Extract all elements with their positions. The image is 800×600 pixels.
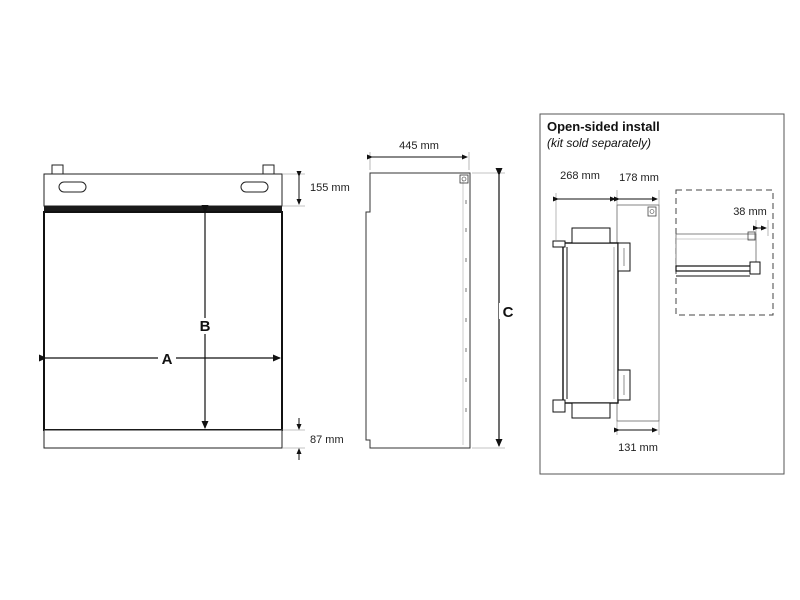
side-body [365,172,471,449]
kit-bottom-bracket [571,402,611,419]
side-view: 445 mm C [365,140,517,449]
kit-top-flange [552,240,566,248]
kit-corner-fixing [647,206,657,217]
front-view: B A 155 mm 87 mm [39,164,350,460]
kit-top-bracket [571,227,611,244]
dim-445-label: 445 mm [399,140,439,152]
left-tab [51,164,64,175]
kit-side-body [616,204,660,422]
dim-268-label: 268 mm [560,170,600,182]
dim-b-label: B [200,318,211,335]
dim-131-label: 131 mm [618,442,658,454]
right-handle-slot [240,181,269,193]
panel-subtitle: (kit sold separately) [547,136,651,150]
detail-end-plate [749,261,761,275]
left-handle-slot [58,181,87,193]
kit-frame [562,242,619,404]
side-corner-fixing [459,174,469,184]
dim-38-label: 38 mm [733,206,767,218]
dim-a-label-bg [158,350,176,366]
dim-c-label: C [503,304,514,321]
dim-178-label: 178 mm [619,172,659,184]
front-black-band [44,206,282,212]
dim-c-label-bg [499,303,517,319]
dim-b-label-bg [196,318,214,334]
detail-frame-rail [675,265,753,272]
detail-corner-fixing [747,231,756,241]
front-main-body [43,211,283,431]
dim-a-label: A [162,351,173,368]
panel-title: Open-sided install [547,119,660,134]
dim-87-label: 87 mm [310,434,344,446]
front-base [43,429,283,449]
detail-body [675,233,757,267]
side-corner-screw [461,176,467,182]
kit-bottom-flange [552,399,566,413]
kit-corner-screw [649,209,655,214]
dim-155-label: 155 mm [310,182,350,194]
open-sided-panel: Open-sided install (kit sold separately)… [539,113,785,475]
right-tab [262,164,275,175]
